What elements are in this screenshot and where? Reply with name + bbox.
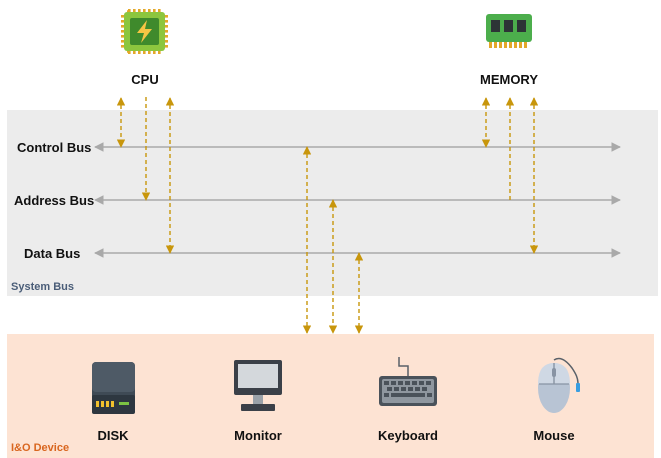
mouse-label: Mouse xyxy=(533,428,575,443)
io-device-label: I&O Device xyxy=(11,442,70,454)
disk-label: DISK xyxy=(97,428,129,443)
control-bus-label: Control Bus xyxy=(17,140,92,155)
mouse-icon xyxy=(538,357,580,413)
monitor-icon xyxy=(234,360,282,411)
keyboard-label: Keyboard xyxy=(378,428,438,443)
keyboard-icon xyxy=(379,357,437,406)
memory-ram-icon xyxy=(486,14,532,48)
cpu-label: CPU xyxy=(131,72,159,87)
data-bus-label: Data Bus xyxy=(24,246,81,261)
address-bus-label: Address Bus xyxy=(14,193,95,208)
monitor-label: Monitor xyxy=(234,428,282,443)
disk-drive-icon xyxy=(92,362,135,414)
memory-label: MEMORY xyxy=(479,72,539,87)
cpu-chip-icon xyxy=(121,9,168,54)
system-bus-label: System Bus xyxy=(11,281,74,293)
